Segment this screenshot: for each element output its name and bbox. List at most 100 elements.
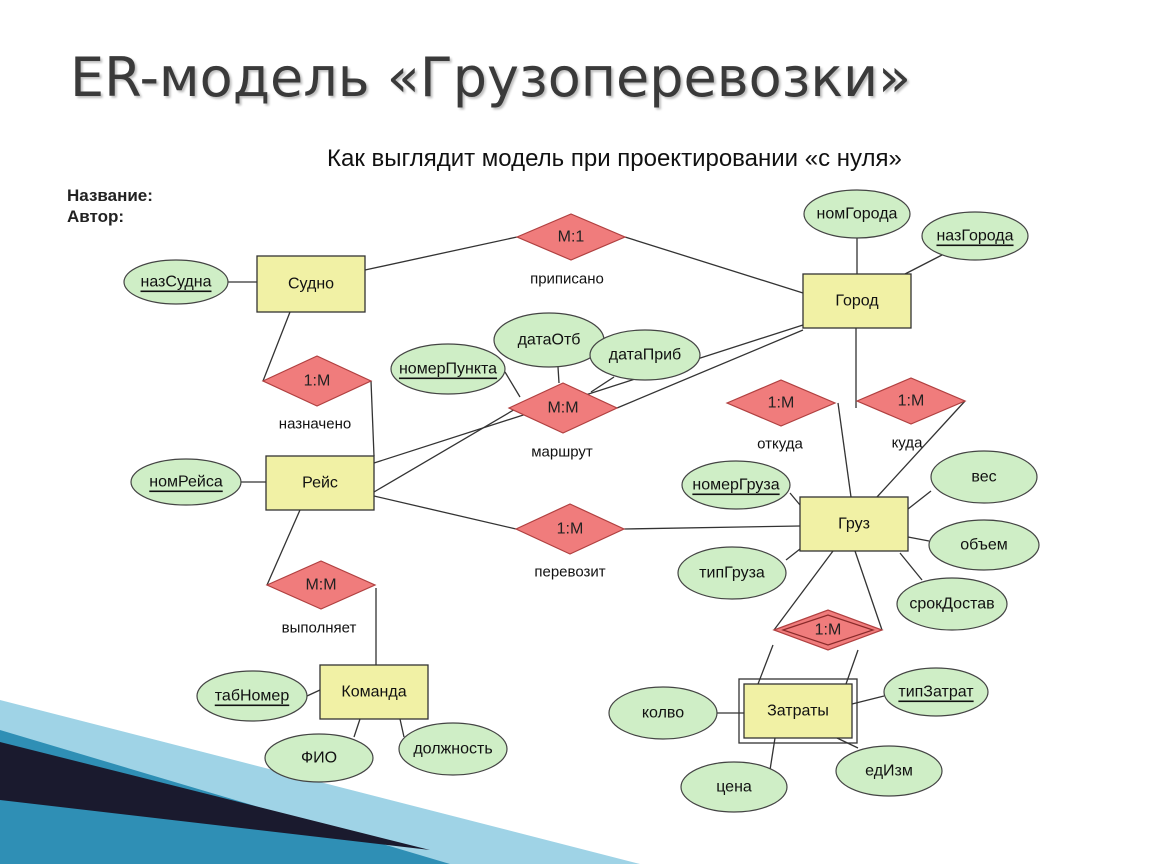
entity-sudno[interactable]: Судно (256, 255, 366, 313)
connector-line (907, 536, 930, 542)
relationship-diamond (261, 355, 373, 407)
connector-line (899, 552, 923, 581)
entity-label: Рейс (302, 475, 338, 492)
entity-box (743, 683, 853, 739)
attribute-a_ves[interactable]: вес (930, 450, 1038, 504)
attribute-a_nazGoroda[interactable]: назГорода (921, 211, 1029, 261)
attribute-a_nomReysa[interactable]: номРейса (130, 458, 242, 506)
relationship-diamond (507, 382, 619, 434)
connector-line (364, 236, 518, 271)
relationship-cardinality: 1:М (304, 373, 331, 390)
connector-line (306, 689, 321, 697)
entity-komanda[interactable]: Команда (319, 664, 429, 720)
connector-line (266, 509, 301, 586)
attribute-label: датаОтб (518, 332, 581, 349)
connector-line (353, 718, 361, 738)
entity-label: Команда (341, 684, 406, 701)
key-attribute-label: назСудна (141, 274, 212, 291)
slide-title: ER-модель «Грузоперевозки» (70, 46, 912, 109)
key-attribute-label: табНомер (215, 688, 290, 705)
attribute-a_obem[interactable]: объем (928, 519, 1040, 571)
attribute-a_dolzhnost[interactable]: должность (398, 722, 508, 776)
relationship-cardinality: 1:М (815, 622, 842, 639)
relationship-r_otkuda[interactable]: 1:М откуда (725, 379, 837, 453)
relationship-diamond (855, 377, 967, 425)
connector-line (876, 400, 966, 498)
attribute-label: вес (971, 469, 996, 486)
entity-label: Город (835, 293, 879, 310)
connector-line (370, 380, 375, 457)
connector-line (373, 324, 804, 464)
attribute-ellipse (803, 189, 911, 239)
attribute-a_tabNomer[interactable]: табНомер (196, 670, 308, 722)
entity-gruz[interactable]: Груз (799, 496, 909, 552)
relationship-cardinality: М:М (305, 577, 336, 594)
attribute-ellipse (130, 458, 242, 506)
attribute-label: ФИО (301, 750, 337, 767)
attribute-a_dataOtb[interactable]: датаОтб (493, 312, 605, 368)
relationship-r_zatraty[interactable]: 1:М (772, 609, 884, 651)
attribute-label: срокДостав (909, 596, 994, 613)
connector-line (907, 490, 932, 510)
attribute-ellipse (589, 329, 701, 381)
entity-gorod[interactable]: Город (802, 273, 912, 329)
relationship-r_marshrut[interactable]: М:М маршрут (507, 382, 619, 461)
entity-label: Судно (288, 276, 334, 293)
relationship-label: откуда (757, 436, 803, 453)
attribute-a_edIzm[interactable]: едИзм (835, 745, 943, 797)
relationship-cardinality: 1:М (768, 395, 795, 412)
attribute-a_tipZatrat[interactable]: типЗатрат (883, 667, 989, 717)
attribute-label: колво (642, 705, 684, 722)
entity-zatraty[interactable]: Затраты (738, 678, 858, 744)
attribute-label: номГорода (817, 206, 898, 223)
name-label: Название: (67, 186, 153, 205)
connector-line (624, 236, 804, 294)
attribute-ellipse (398, 722, 508, 776)
relationship-cardinality: М:М (547, 400, 578, 417)
key-attribute-label: типЗатрат (898, 684, 974, 701)
attribute-a_nomerGruza[interactable]: номерГруза (681, 460, 791, 510)
entity-box (319, 664, 429, 720)
entity-box (802, 273, 912, 329)
key-attribute-label: номерПункта (399, 361, 497, 378)
attribute-ellipse (390, 343, 506, 395)
connector-line (504, 371, 521, 398)
attribute-a_nomerPunkta[interactable]: номерПункта (390, 343, 506, 395)
connector-line (773, 550, 834, 631)
attribute-a_dataPrib[interactable]: датаПриб (589, 329, 701, 381)
relationship-label: маршрут (531, 444, 593, 461)
relationship-diamond (515, 213, 627, 261)
attribute-a_tipGruza[interactable]: типГруза (677, 546, 787, 600)
attribute-label: должность (413, 741, 492, 758)
attribute-label: датаПриб (609, 347, 681, 364)
relationship-cardinality: 1:М (898, 393, 925, 410)
attribute-a_kolvo[interactable]: колво (608, 686, 718, 740)
relationship-cardinality: М:1 (558, 229, 585, 246)
attribute-a_nazSudna[interactable]: назСудна (123, 259, 229, 305)
attribute-label: объем (960, 537, 1007, 554)
key-attribute-label: назГорода (936, 228, 1013, 245)
attribute-a_nomGoroda[interactable]: номГорода (803, 189, 911, 239)
attribute-a_fio[interactable]: ФИО (264, 733, 374, 783)
attribute-ellipse (928, 519, 1040, 571)
attribute-ellipse (123, 259, 229, 305)
entity-reys[interactable]: Рейс (265, 455, 375, 511)
entity-box (256, 255, 366, 313)
connector-line (399, 718, 405, 738)
attribute-label: едИзм (865, 763, 913, 780)
connector-line (789, 492, 801, 506)
slide-subtitle: Как выглядит модель при проектировании «… (327, 145, 902, 172)
attribute-a_cena[interactable]: цена (680, 761, 788, 813)
attribute-a_srokDostav[interactable]: срокДостав (896, 577, 1008, 631)
connector-line (904, 254, 943, 275)
attribute-ellipse (921, 211, 1029, 261)
key-attribute-label: номРейса (149, 474, 223, 491)
attribute-label: типГруза (699, 565, 765, 582)
connector-line (373, 407, 518, 493)
